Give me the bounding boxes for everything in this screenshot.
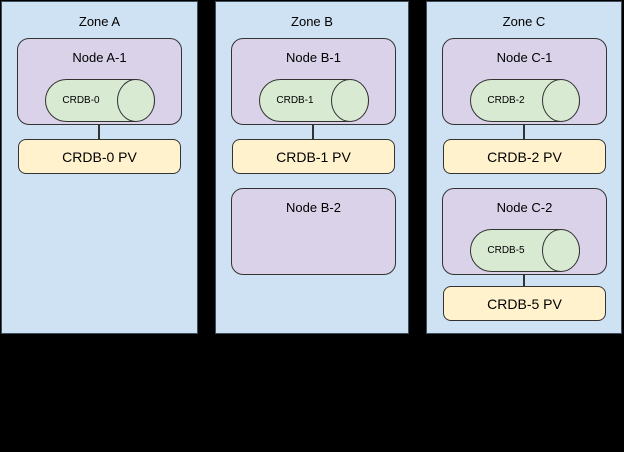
- crdb-1-database-cylinder: CRDB-1: [259, 79, 369, 122]
- database-cylinder-icon: [470, 79, 580, 122]
- node-a1-box: Node A-1 CRDB-0: [17, 38, 182, 125]
- zone-b-title: Zone B: [291, 14, 333, 29]
- zone-a-title: Zone A: [78, 14, 121, 29]
- crdb-2-label: CRDB-2: [487, 95, 525, 106]
- crdb-0-pv-label: CRDB-0 PV: [62, 148, 137, 165]
- crdb-5-pv-label: CRDB-5 PV: [487, 295, 562, 312]
- crdb-5-database-cylinder: CRDB-5: [470, 229, 580, 272]
- connector-crdb0-to-pv: [98, 125, 100, 139]
- crdb-2-pv-label: CRDB-2 PV: [487, 148, 562, 165]
- crdb-0-pv-box: CRDB-0 PV: [18, 139, 181, 174]
- node-b1-label: Node B-1: [286, 50, 341, 65]
- node-a1-label: Node A-1: [72, 50, 127, 65]
- zone-c-title: Zone C: [502, 14, 546, 29]
- zone-b-container: Zone B Node B-1 CRDB-1 CRDB-1 PV Node B-…: [215, 1, 409, 334]
- crdb-0-label: CRDB-0: [62, 95, 100, 106]
- node-b2-label: Node B-2: [286, 200, 341, 215]
- node-c1-box: Node C-1 CRDB-2: [442, 38, 607, 125]
- zone-c-container: Zone C Node C-1 CRDB-2 CRDB-2 PV Node C-…: [426, 1, 622, 334]
- node-c2-box: Node C-2 CRDB-5: [442, 188, 607, 275]
- connector-crdb1-to-pv: [312, 125, 314, 139]
- connector-crdb5-to-pv: [523, 275, 525, 286]
- database-cylinder-icon: [470, 229, 580, 272]
- database-cylinder-icon: [45, 79, 155, 122]
- crdb-1-label: CRDB-1: [276, 95, 314, 106]
- crdb-1-pv-label: CRDB-1 PV: [276, 148, 351, 165]
- zone-a-container: Zone A Node A-1 CRDB-0 CRDB-0 PV: [1, 1, 198, 334]
- crdb-1-pv-box: CRDB-1 PV: [232, 139, 395, 174]
- node-c2-label: Node C-2: [496, 200, 553, 215]
- node-b1-box: Node B-1 CRDB-1: [231, 38, 396, 125]
- crdb-2-pv-box: CRDB-2 PV: [443, 139, 606, 174]
- crdb-5-pv-box: CRDB-5 PV: [443, 286, 606, 321]
- node-c1-label: Node C-1: [496, 50, 553, 65]
- crdb-0-database-cylinder: CRDB-0: [45, 79, 155, 122]
- node-b2-box: Node B-2: [231, 188, 396, 275]
- crdb-2-database-cylinder: CRDB-2: [470, 79, 580, 122]
- connector-crdb2-to-pv: [523, 125, 525, 139]
- database-cylinder-icon: [259, 79, 369, 122]
- crdb-5-label: CRDB-5: [487, 245, 525, 256]
